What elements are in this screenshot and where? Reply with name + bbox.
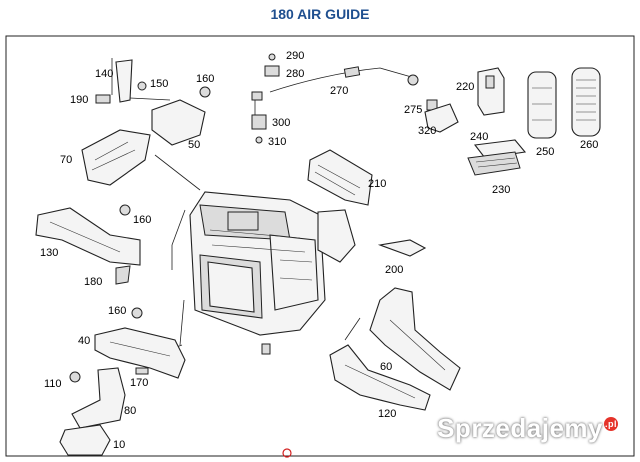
label-part-160-mid: 160 (133, 214, 151, 226)
label-part-200: 200 (385, 264, 403, 276)
label-part-260: 260 (580, 139, 598, 151)
bottom-marker (282, 448, 292, 458)
label-part-240: 240 (470, 131, 488, 143)
label-part-230: 230 (492, 184, 510, 196)
part-250-frame (527, 71, 557, 139)
label-part-190: 190 (70, 94, 88, 106)
part-40-duct (94, 327, 186, 379)
label-part-110: 110 (44, 378, 62, 390)
label-part-250: 250 (536, 146, 554, 158)
part-140-bracket (115, 59, 133, 103)
part-210-module (307, 149, 373, 206)
label-part-270: 270 (330, 85, 348, 97)
label-part-120: 120 (378, 408, 396, 420)
part-180-clip (115, 265, 131, 285)
part-80-duct (71, 367, 126, 429)
label-part-290: 290 (286, 50, 304, 62)
watermark-text: Sprzedajemy (437, 413, 603, 443)
part-220-cover (477, 67, 505, 116)
part-60-duct (369, 287, 461, 391)
label-part-180: 180 (84, 276, 102, 288)
label-part-280: 280 (286, 68, 304, 80)
part-190-connector (95, 94, 111, 104)
label-part-320: 320 (418, 125, 436, 137)
label-part-40: 40 (78, 335, 90, 347)
part-320-actuator (424, 99, 459, 133)
part-240-filter (467, 139, 527, 176)
label-part-310: 310 (268, 136, 286, 148)
label-part-150: 150 (150, 78, 168, 90)
part-270-cable (269, 66, 419, 93)
label-part-80: 80 (124, 405, 136, 417)
part-130-duct (35, 207, 141, 266)
label-part-220: 220 (456, 81, 474, 93)
label-part-300: 300 (272, 117, 290, 129)
label-part-60: 60 (380, 361, 392, 373)
part-50-box (151, 99, 206, 146)
label-part-170: 170 (130, 377, 148, 389)
heater-housing (189, 191, 326, 355)
label-part-130: 130 (40, 247, 58, 259)
part-120-duct (329, 344, 431, 411)
part-260-grille (571, 67, 601, 137)
label-part-210: 210 (368, 178, 386, 190)
part-200-clip (377, 239, 427, 257)
label-part-160-top: 160 (196, 73, 214, 85)
part-actuator-small (251, 53, 280, 144)
diagram-border (5, 35, 635, 457)
label-part-160-low: 160 (108, 305, 126, 317)
label-part-140: 140 (95, 68, 113, 80)
watermark: Sprzedajemy.pl (437, 413, 618, 444)
diagram-title: 180 AIR GUIDE (270, 6, 370, 22)
part-70-duct (81, 129, 151, 186)
part-170-clip (135, 367, 149, 375)
label-part-10: 10 (113, 439, 125, 451)
part-blower-module (317, 209, 356, 263)
watermark-badge: .pl (604, 417, 618, 432)
label-part-70: 70 (60, 154, 72, 166)
label-part-50: 50 (188, 139, 200, 151)
label-part-275: 275 (404, 104, 422, 116)
part-10-cover (59, 424, 111, 456)
